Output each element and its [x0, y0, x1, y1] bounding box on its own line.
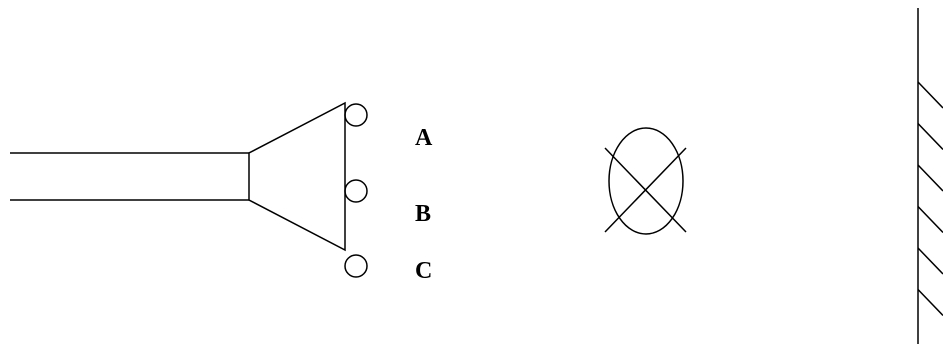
lamp-ellipse [608, 127, 684, 235]
funnel-shape [248, 101, 346, 252]
wall-hatch-line [917, 164, 943, 192]
label-c: C [415, 258, 432, 284]
wall-hatch-group [917, 81, 943, 317]
wall-hatch-line [917, 288, 943, 317]
cross-circle-lamp-icon [604, 127, 687, 235]
wall-hatch-line [917, 81, 943, 109]
outlet-circle-c [344, 254, 368, 278]
outlet-circle-b [344, 179, 368, 203]
hatched-wall-icon [917, 8, 943, 344]
label-a: A [415, 125, 433, 151]
lamp-cross-line-2 [604, 147, 687, 233]
wall-hatch-line [917, 205, 943, 234]
wall-hatch-line [917, 122, 943, 151]
outlet-circle-a [344, 103, 368, 127]
label-b: B [415, 201, 431, 227]
wall-hatch-line [917, 247, 943, 275]
